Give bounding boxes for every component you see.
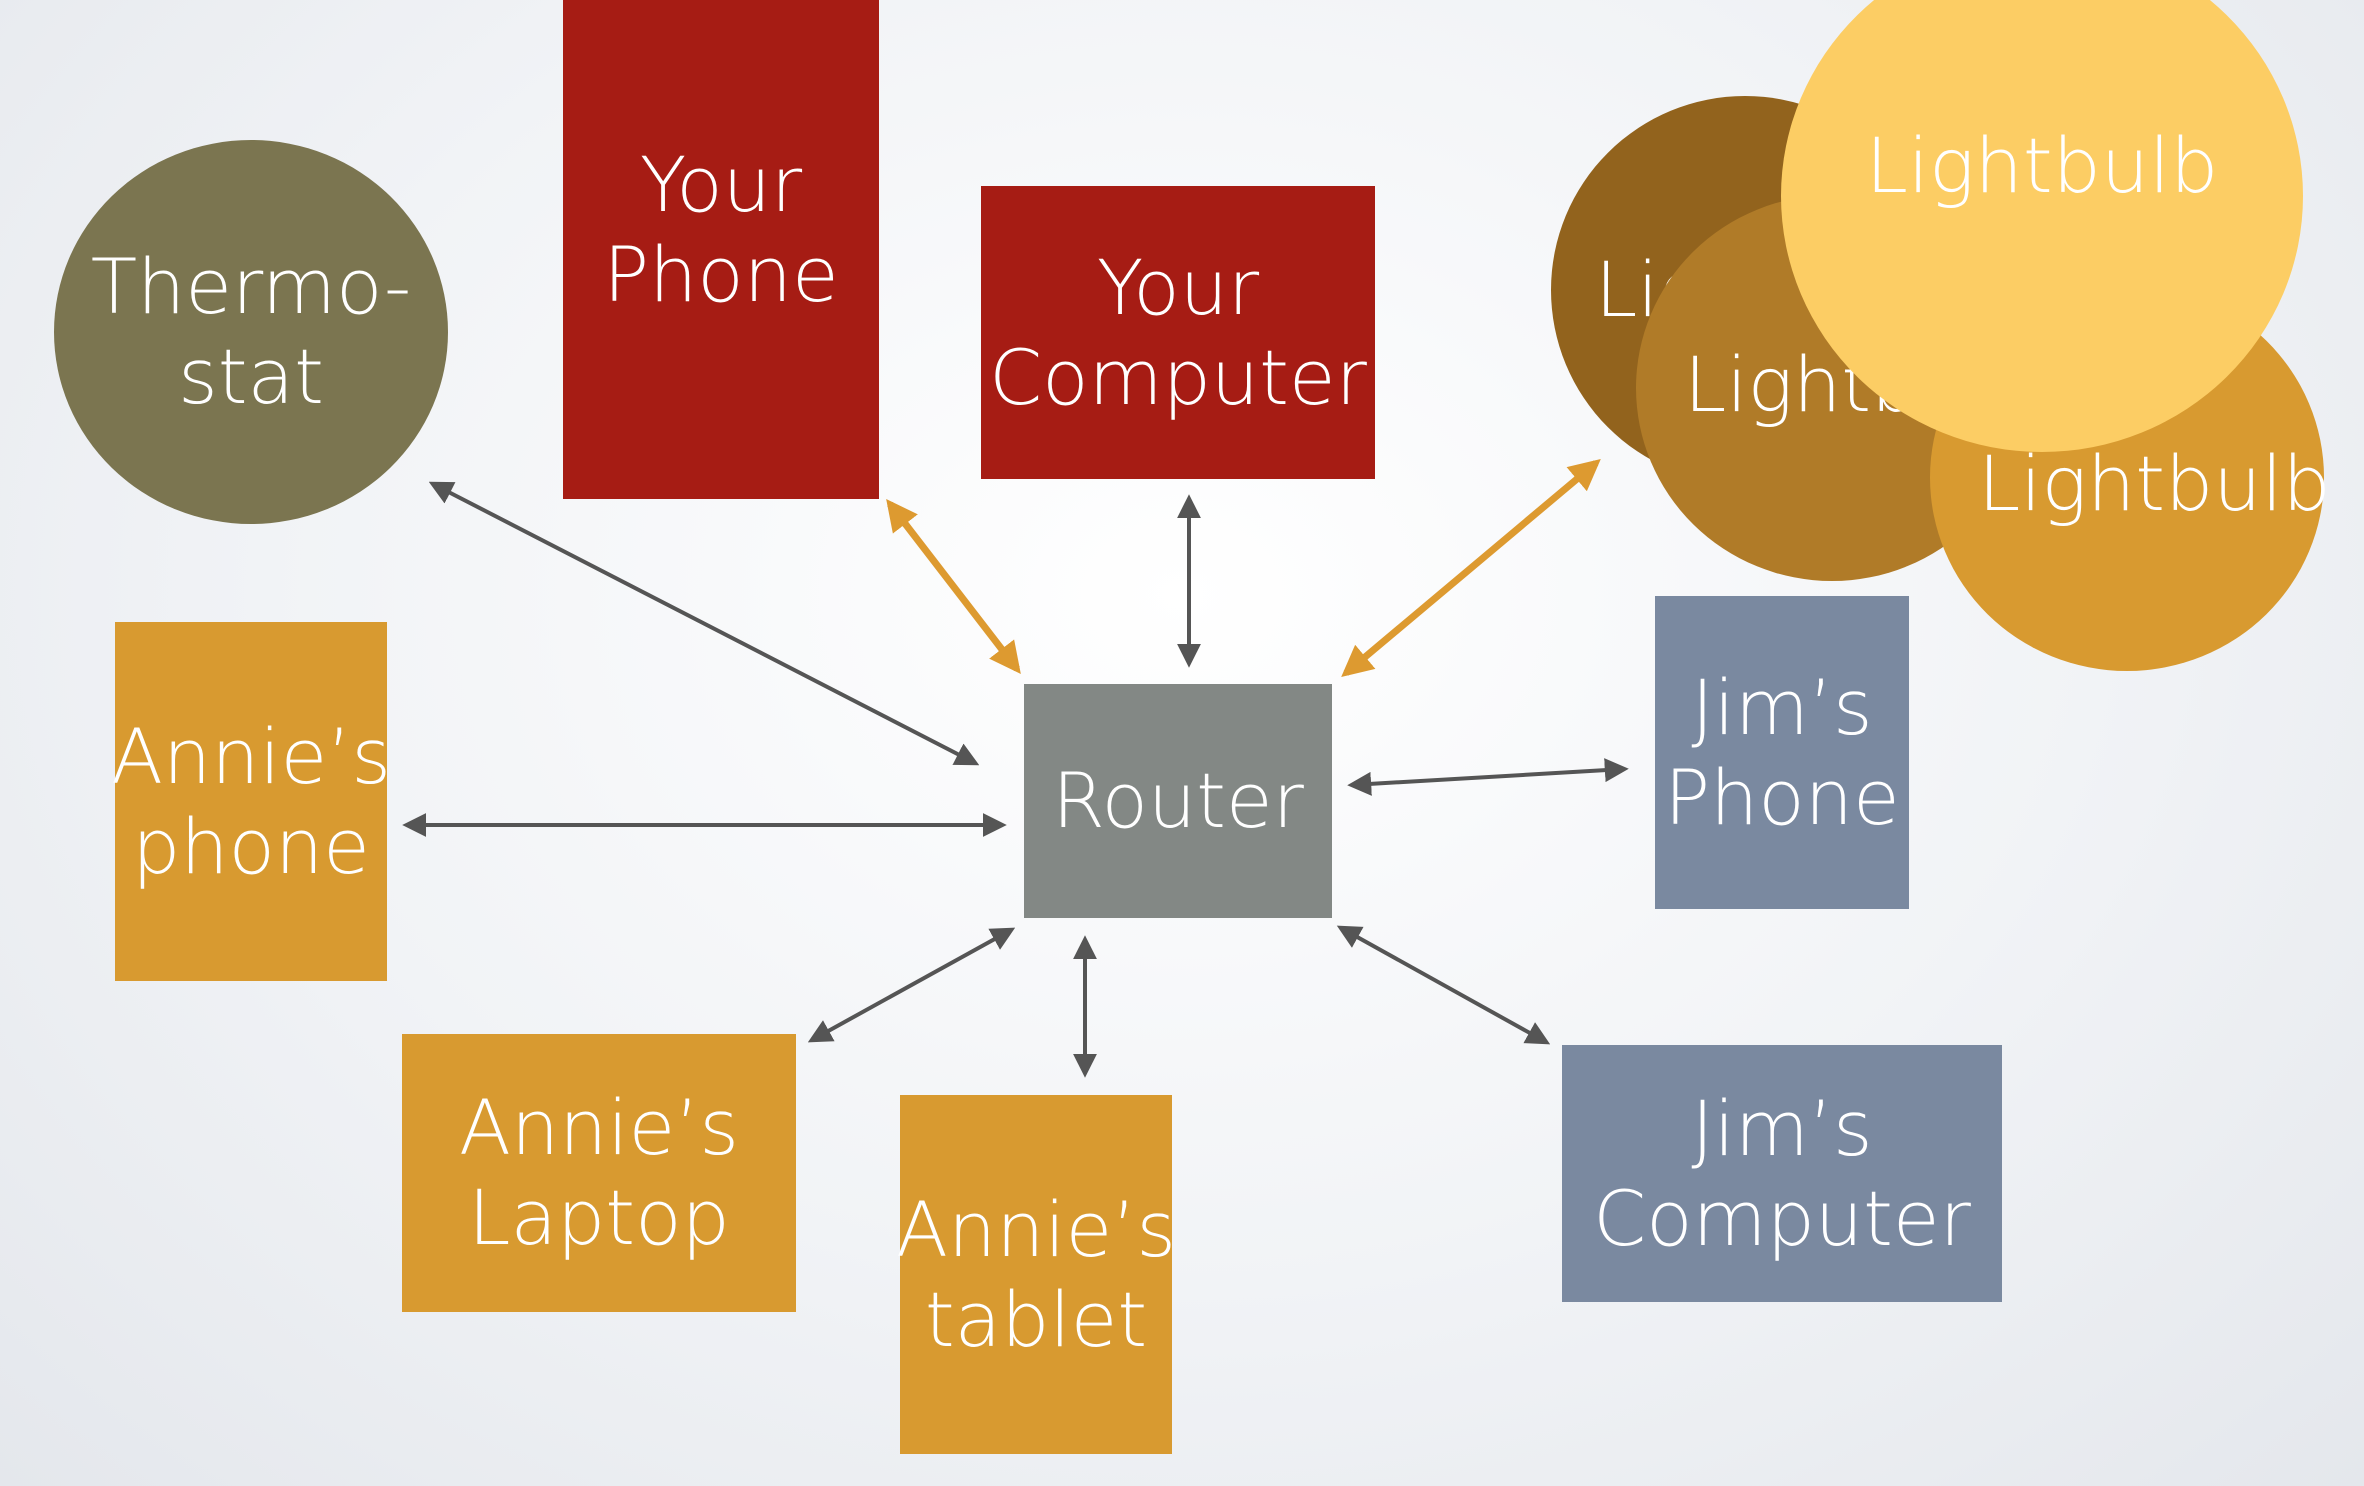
annies-phone-label: Annie’s phone bbox=[111, 711, 391, 891]
annies-tablet-node: Annie’s tablet bbox=[896, 1095, 1176, 1454]
jims-phone-node: Jim’s Phone bbox=[1655, 596, 1909, 909]
lightbulb-front-node: Lightbulb bbox=[1781, 0, 2303, 452]
arrow-router-jims-phone bbox=[1347, 758, 1629, 796]
arrow-router-your-phone bbox=[886, 499, 1021, 674]
arrow-router-jims-computer bbox=[1336, 925, 1551, 1045]
annies-tablet-label: Annie’s tablet bbox=[896, 1184, 1176, 1364]
jims-computer-node: Jim’s Computer bbox=[1562, 1045, 2002, 1302]
router-label: Router bbox=[1052, 756, 1304, 846]
thermostat-node: Thermo- stat bbox=[54, 140, 448, 524]
your-computer-label: Your Computer bbox=[989, 242, 1367, 422]
your-phone-node: Your Phone bbox=[563, 0, 879, 499]
arrow-router-annies-laptop bbox=[807, 927, 1016, 1043]
annies-laptop-node: Annie’s Laptop bbox=[402, 1034, 796, 1312]
jims-computer-label: Jim’s Computer bbox=[1593, 1083, 1971, 1263]
lightbulb-right-label: Lightbulb bbox=[1978, 438, 2331, 528]
annies-laptop-label: Annie’s Laptop bbox=[459, 1083, 739, 1262]
your-computer-node: Your Computer bbox=[981, 186, 1375, 479]
thermostat-label: Thermo- stat bbox=[90, 242, 412, 421]
arrow-router-lightbulbs bbox=[1341, 458, 1601, 678]
arrow-router-thermostat bbox=[428, 481, 980, 766]
your-phone-label: Your Phone bbox=[603, 140, 839, 319]
jims-phone-label: Jim’s Phone bbox=[1664, 662, 1900, 842]
annies-phone-node: Annie’s phone bbox=[111, 622, 391, 981]
lightbulb-front-label: Lightbulb bbox=[1865, 121, 2219, 211]
router-node: Router bbox=[1024, 684, 1332, 918]
